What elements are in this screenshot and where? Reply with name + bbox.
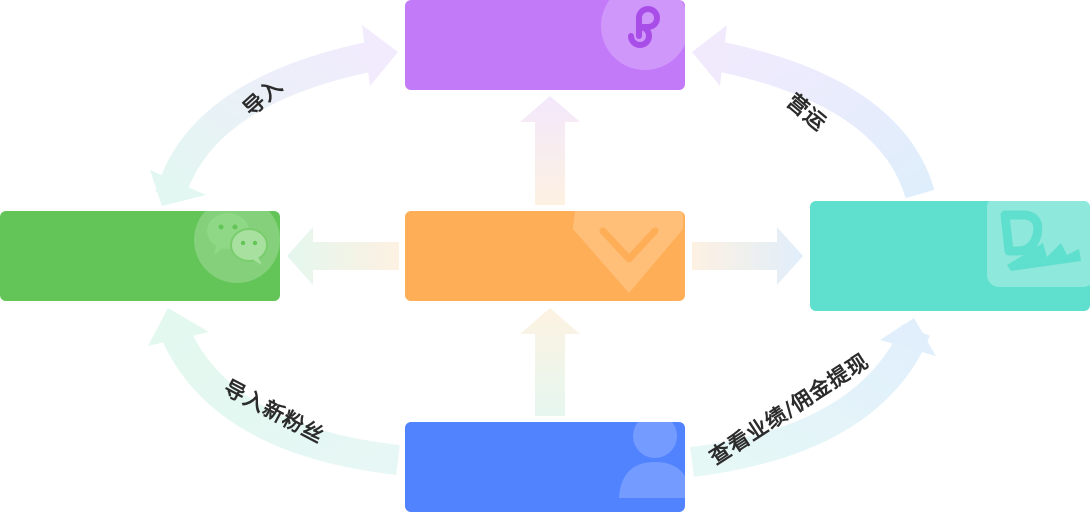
wechat-badge — [194, 211, 280, 283]
arrow-center-to-wechat — [287, 227, 399, 285]
platform-box[interactable] — [810, 201, 1090, 311]
arrow-user-to-center — [520, 308, 580, 416]
wechat-box[interactable] — [0, 211, 280, 301]
arrow-center-to-platform — [692, 227, 803, 285]
wechat-icon — [207, 213, 268, 265]
arc-view-performance — [690, 323, 930, 477]
center-box[interactable] — [405, 211, 685, 301]
mini-program-icon — [628, 6, 660, 48]
user-box[interactable] — [405, 422, 685, 512]
mini-program-box[interactable] — [405, 0, 685, 90]
arc-operate — [709, 40, 935, 199]
arrow-center-to-mini-program — [520, 96, 580, 205]
arc-import — [155, 40, 381, 201]
chevron-down-icon — [573, 211, 683, 293]
user-icon — [619, 422, 685, 498]
dn-logo-badge — [987, 201, 1090, 287]
mini-program-badge — [601, 0, 685, 70]
arc-import-new-fans — [160, 323, 400, 475]
dn-logo-icon — [1000, 210, 1081, 271]
